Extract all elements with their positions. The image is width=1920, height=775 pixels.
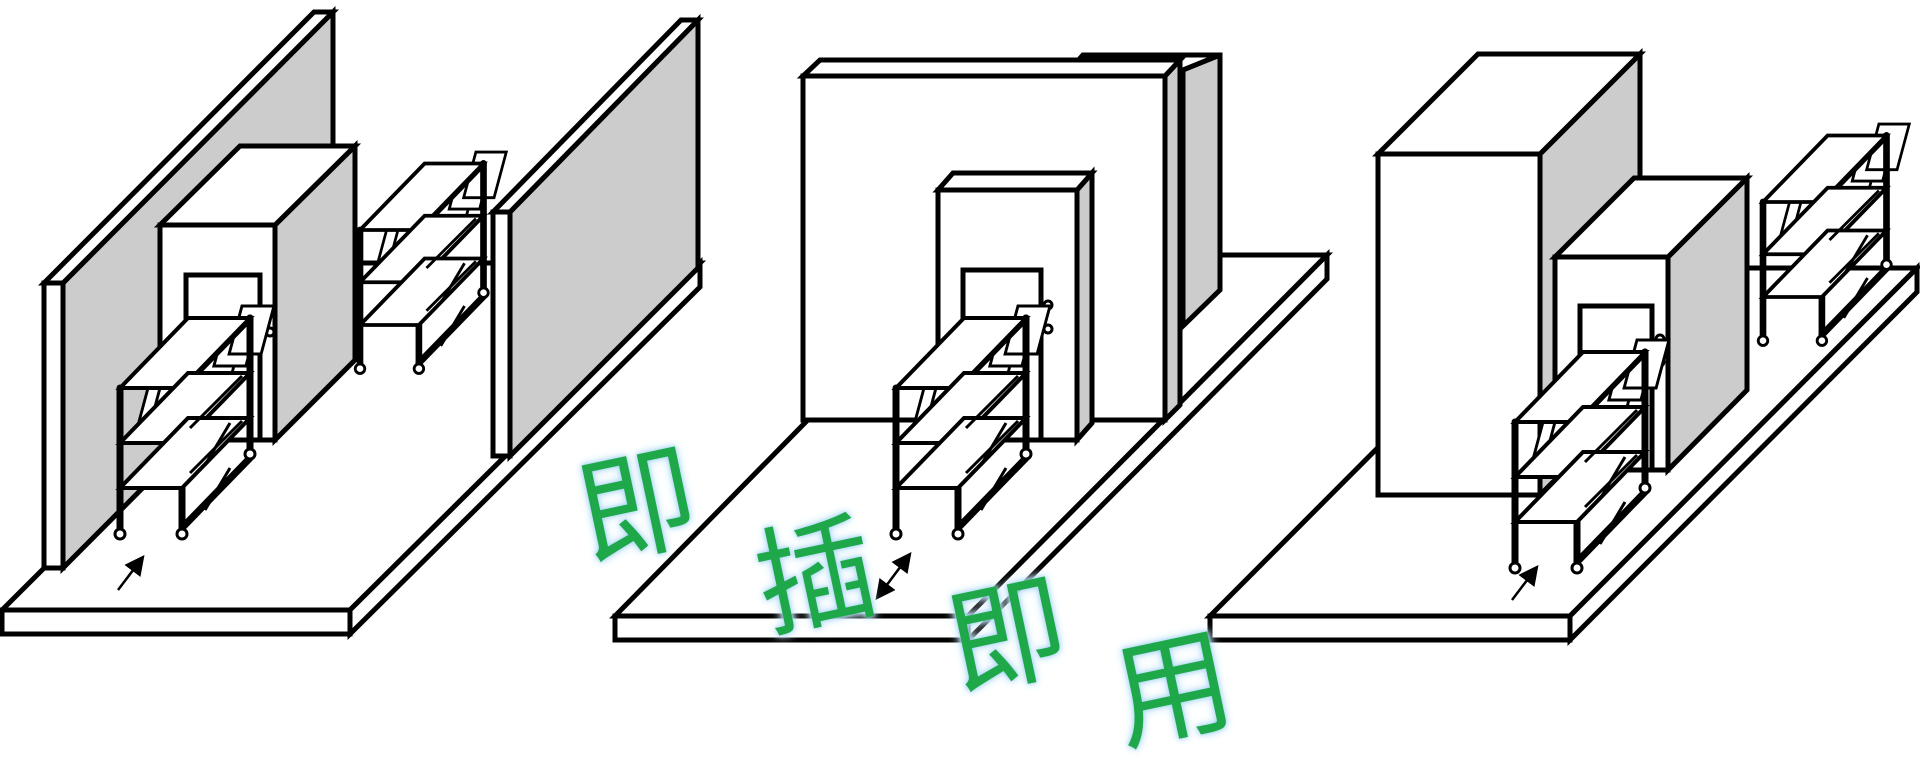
- arrow-insert-1: [117, 555, 145, 591]
- partition-wall-right: [487, 13, 704, 463]
- scene-1: [0, 5, 707, 640]
- arrow-bidirectional-2: [875, 552, 912, 600]
- arrow-insert-3: [1511, 565, 1539, 601]
- plug-and-play-diagram: [0, 5, 1920, 647]
- scene-2: [609, 52, 1334, 647]
- scene-3: [1203, 47, 1920, 647]
